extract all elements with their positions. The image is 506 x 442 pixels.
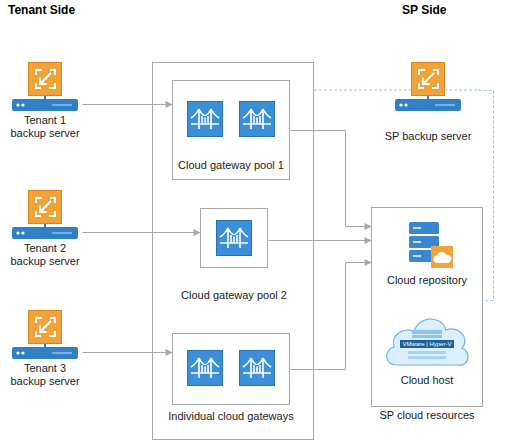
node-icon	[173, 334, 291, 406]
gateway-pool: Cloud gateway pool 1	[172, 80, 290, 180]
node-icon	[201, 209, 269, 269]
gateway-pool: Cloud gateway pool 2	[200, 208, 268, 268]
column-heading: SP Side	[402, 3, 446, 18]
cloud-repository: Cloud repository	[377, 220, 477, 290]
gw-symbol	[188, 351, 223, 386]
node-label: Cloud gateway pool 2	[159, 289, 309, 302]
data-flow-arrow	[291, 131, 372, 227]
node-label: Cloud host	[377, 374, 477, 387]
data-flow-arrow	[269, 240, 372, 241]
management-link	[479, 91, 494, 301]
node-label: Cloud gateway pool 1	[173, 159, 289, 172]
tenant-server: Tenant 2 backup server	[8, 188, 82, 272]
sp-server: SP backup server	[378, 60, 478, 144]
gw-symbol	[240, 351, 275, 386]
management-link	[314, 90, 478, 91]
cloud-host: Cloud host	[377, 308, 477, 388]
veeam-symbol	[395, 63, 461, 112]
gateway-group: Individual cloud gateways	[172, 333, 290, 405]
tenant-server: Tenant 1 backup server	[8, 60, 82, 144]
resource-group: SP cloud resourcesCloud repositoryCloud …	[371, 207, 483, 407]
data-flow-arrow	[291, 263, 372, 370]
gateway-frame	[153, 63, 314, 440]
tenant-server: Tenant 3 backup server	[8, 308, 82, 392]
node-label: Tenant 3 backup server	[8, 362, 82, 388]
veeam-symbol	[12, 191, 78, 240]
data-flow-arrow	[83, 104, 173, 105]
data-flow-arrow	[83, 232, 201, 233]
node-label: Tenant 2 backup server	[8, 242, 82, 268]
veeam-symbol	[12, 63, 78, 112]
gw-symbol	[188, 102, 223, 137]
node-label: SP backup server	[378, 130, 478, 143]
node-label: Individual cloud gateways	[152, 410, 310, 423]
cloud-symbol	[387, 319, 468, 365]
platform-label: VMware | Hyper-V	[400, 340, 454, 348]
gw-symbol	[217, 221, 252, 256]
db-symbol	[409, 222, 453, 268]
gw-symbol	[240, 102, 275, 137]
node-label: Cloud repository	[377, 274, 477, 287]
node-label: SP cloud resources	[352, 409, 502, 422]
column-heading: Tenant Side	[8, 3, 75, 18]
node-label: Tenant 1 backup server	[8, 114, 82, 140]
data-flow-arrow	[83, 352, 173, 353]
veeam-symbol	[12, 311, 78, 360]
